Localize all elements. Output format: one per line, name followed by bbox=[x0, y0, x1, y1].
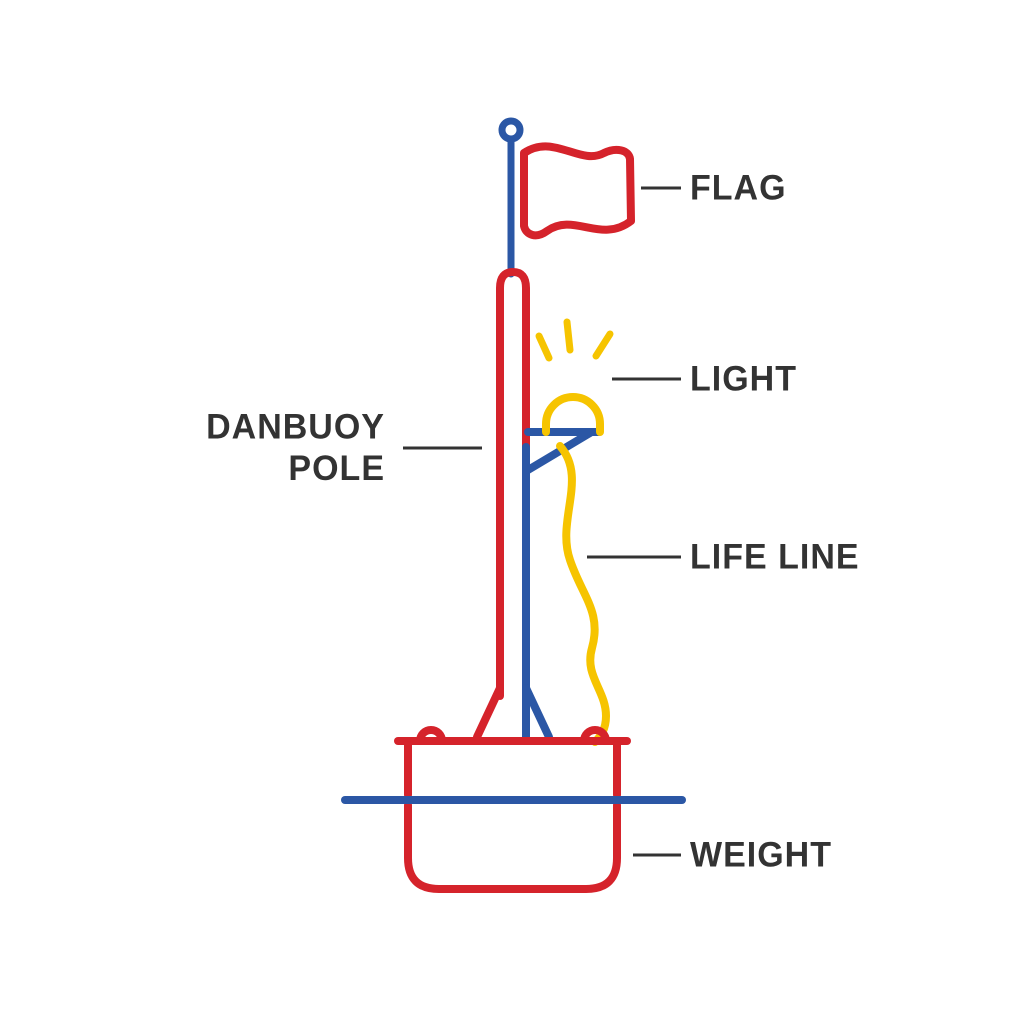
float-handle-left bbox=[416, 726, 446, 745]
life-line-label: LIFE LINE bbox=[690, 537, 860, 577]
weight-body bbox=[404, 801, 621, 893]
base-flare-left bbox=[473, 684, 504, 741]
light-bracket-strut bbox=[524, 429, 594, 474]
flag-label: FLAG bbox=[690, 168, 787, 208]
danbuoy-pole-label-line1: DANBUOY bbox=[206, 407, 385, 447]
pole-top-knob bbox=[498, 117, 524, 143]
danbuoy-pole-red bbox=[496, 268, 530, 700]
base-flare-right bbox=[522, 684, 553, 741]
light-rays-icon bbox=[535, 318, 614, 362]
light-dome bbox=[542, 393, 604, 436]
weight-label: WEIGHT bbox=[690, 835, 832, 875]
danbuoy-pole-label-line2: POLE bbox=[288, 449, 385, 489]
life-line-path bbox=[556, 442, 610, 746]
float-handle-right bbox=[580, 726, 610, 745]
danbuoy-pole-label: DANBUOY POLE bbox=[170, 407, 385, 489]
light-label: LIGHT bbox=[690, 359, 797, 399]
flag-shape bbox=[520, 142, 635, 240]
